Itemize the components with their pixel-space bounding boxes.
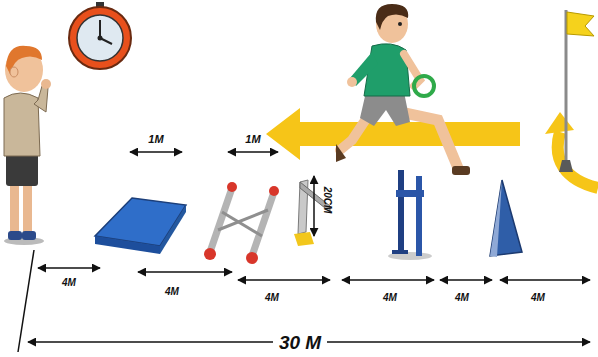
stopwatch-part [77, 15, 123, 61]
wedge-obstacle [490, 180, 522, 257]
width-dimension: 1M [148, 134, 163, 145]
turn-arrow-part [558, 132, 598, 188]
runner-part [452, 166, 470, 175]
dimension-lines-part [138, 271, 232, 273]
runner-part [404, 54, 420, 86]
distance-dimension: 4M [383, 293, 397, 303]
finish-flag-part [567, 12, 594, 36]
wedge-obstacle-part [490, 180, 522, 256]
hurdle-part [396, 190, 424, 197]
runner-part [336, 144, 346, 162]
dimension-lines-part [440, 279, 492, 281]
low-bench-part [294, 232, 314, 246]
runner-part [360, 92, 410, 126]
gym-mat-part [160, 205, 186, 254]
total-distance: 30 M [273, 333, 327, 352]
dimension-lines-part [342, 279, 434, 281]
runner-part [414, 76, 434, 96]
agility-frame [204, 182, 279, 264]
distance-dimension: 4M [531, 293, 545, 303]
height-dimension: 20CM [322, 187, 332, 214]
wedge-obstacle-part [490, 180, 502, 257]
agility-frame-part [252, 192, 274, 256]
agility-frame-part [204, 248, 216, 260]
gym-mat-part [95, 236, 160, 254]
agility-frame-part [246, 252, 258, 264]
finish-flag [559, 10, 594, 172]
dimension-lines-part [18, 250, 34, 352]
hurdle-part [392, 250, 408, 254]
dimension-lines [18, 152, 590, 352]
dimension-lines-part [130, 151, 182, 153]
whistling-referee-part [41, 79, 51, 89]
whistling-referee-part [10, 67, 18, 77]
dimension-lines-part [228, 151, 278, 153]
hurdle [388, 170, 432, 260]
whistling-referee-part [22, 231, 36, 240]
whistling-referee [4, 46, 51, 245]
distance-dimension: 4M [265, 293, 279, 303]
runner-part [347, 77, 357, 87]
stopwatch-part [69, 7, 131, 69]
runner [336, 4, 470, 175]
stopwatch [69, 2, 131, 69]
stopwatch-part [99, 20, 101, 38]
turn-arrow [545, 112, 598, 188]
finish-flag-part [559, 160, 573, 172]
whistling-referee-part [10, 180, 19, 235]
agility-frame-part [269, 186, 279, 196]
runner-part [376, 4, 408, 30]
dimension-lines-part [238, 279, 330, 281]
distance-dimension: 4M [165, 287, 179, 297]
whistling-referee-part [23, 180, 32, 235]
agility-frame-part [222, 212, 262, 236]
whistling-referee-part [8, 231, 22, 240]
hurdle-part [398, 170, 404, 254]
stopwatch-part [98, 36, 103, 41]
runner-part [376, 5, 408, 43]
dimension-lines-part [38, 267, 100, 269]
whistling-referee-part [34, 86, 48, 112]
width-dimension: 1M [245, 134, 260, 145]
runner-part [398, 22, 402, 26]
dimension-lines-part [500, 279, 590, 281]
agility-frame-part [227, 182, 237, 192]
whistling-referee-part [4, 93, 40, 156]
gym-mat [95, 198, 186, 254]
distance-dimension: 4M [62, 278, 76, 288]
agility-frame-part [210, 188, 232, 252]
distance-dimension: 4M [455, 293, 469, 303]
turn-arrow-part [545, 112, 574, 134]
dimension-lines-part [313, 176, 315, 236]
hurdle-part [416, 176, 422, 256]
